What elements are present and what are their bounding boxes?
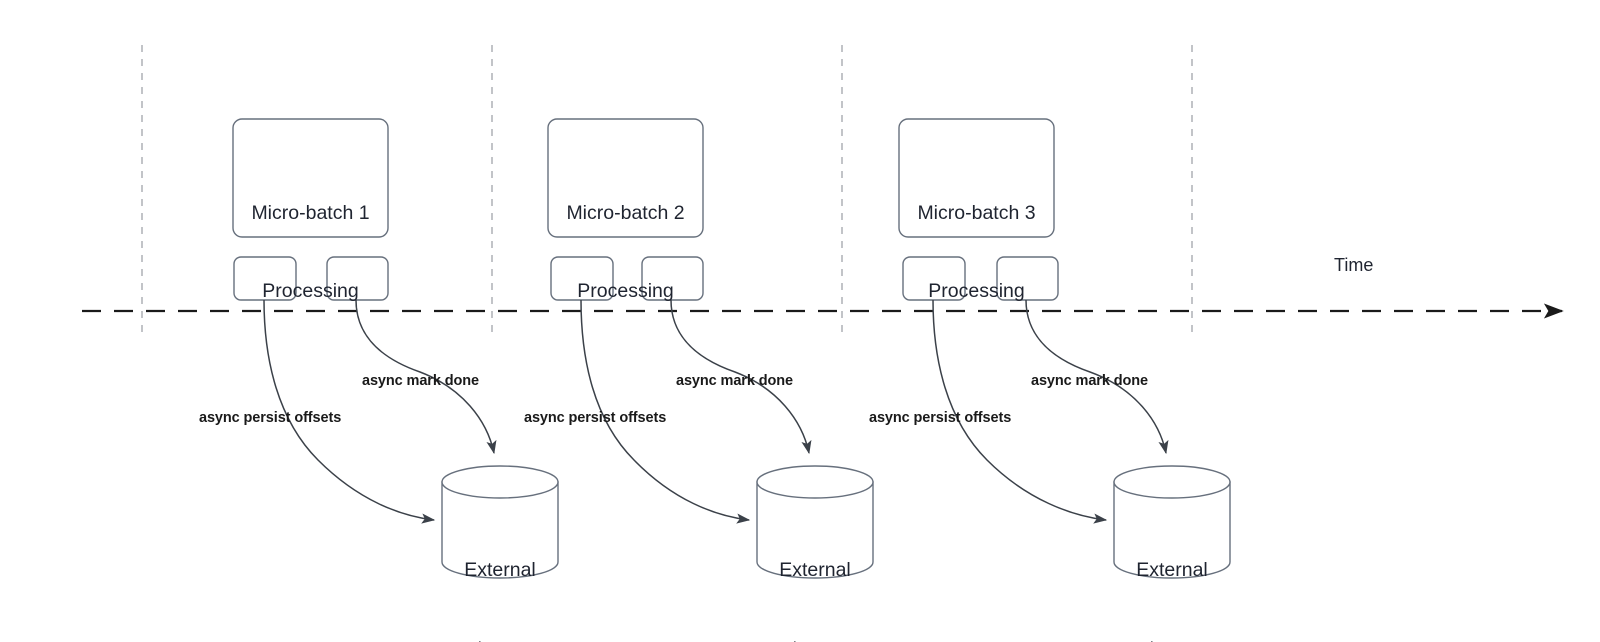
edge-label-async-mark-done-1: async mark done	[362, 373, 479, 389]
edge-async-persist-offsets-3	[932, 299, 1108, 524]
edge-async-mark-done-3	[1025, 299, 1169, 455]
micro-batch-box-3[interactable]	[898, 118, 1055, 238]
task-box-1-right[interactable]	[326, 256, 389, 301]
micro-batch-group-1	[232, 118, 559, 579]
task-box-2-right[interactable]	[641, 256, 704, 301]
micro-batch-box-1[interactable]	[232, 118, 389, 238]
external-storage-cylinder-2[interactable]	[756, 465, 874, 579]
edge-async-mark-done-2	[670, 299, 812, 455]
task-box-3-right[interactable]	[996, 256, 1059, 301]
external-storage-cylinder-3[interactable]	[1113, 465, 1231, 579]
task-box-1-left[interactable]	[233, 256, 297, 301]
edge-async-mark-done-1	[355, 299, 497, 455]
micro-batch-group-2	[547, 118, 874, 579]
micro-batch-group-3	[898, 118, 1231, 579]
edge-label-async-mark-done-3: async mark done	[1031, 373, 1148, 389]
edge-async-persist-offsets-2	[580, 299, 751, 524]
external-storage-cylinder-1[interactable]	[441, 465, 559, 579]
edge-label-async-persist-offsets-1: async persist offsets	[199, 410, 342, 426]
tick-line-group	[141, 45, 1193, 337]
micro-batch-box-2[interactable]	[547, 118, 704, 238]
edge-label-async-mark-done-2: async mark done	[676, 373, 793, 389]
task-box-2-left[interactable]	[550, 256, 614, 301]
edge-label-async-persist-offsets-2: async persist offsets	[524, 410, 667, 426]
task-box-3-left[interactable]	[902, 256, 966, 301]
time-axis-label: Time	[1334, 255, 1374, 275]
edge-async-persist-offsets-1	[263, 299, 436, 524]
edge-label-async-persist-offsets-3: async persist offsets	[869, 410, 1012, 426]
